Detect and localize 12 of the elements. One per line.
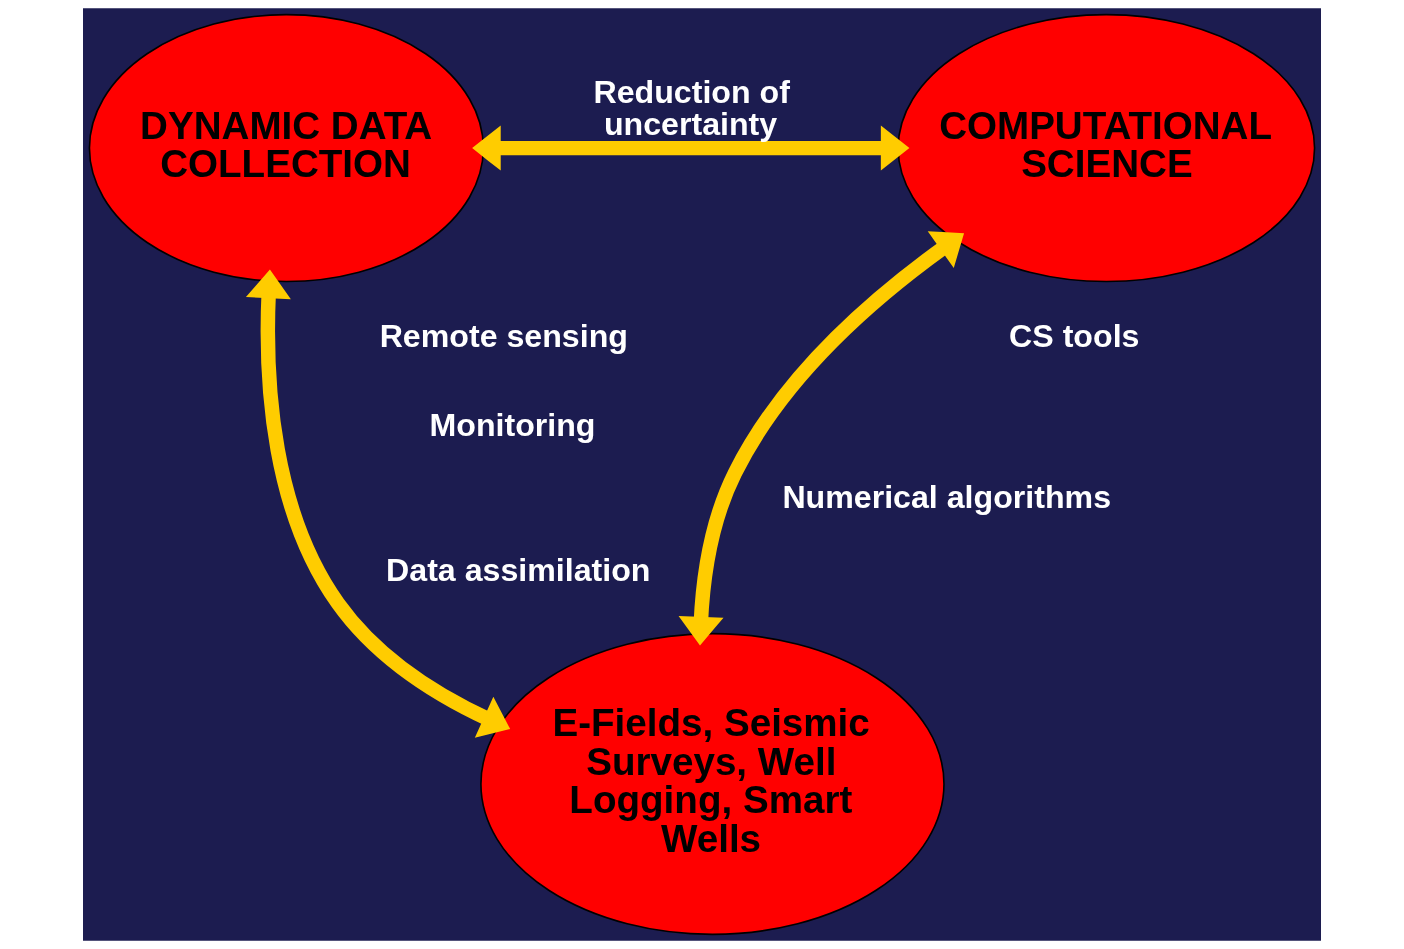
edge-label: Reduction of uncertainty	[593, 74, 790, 143]
label: Remote sensing	[379, 318, 628, 355]
node-ellipse: DYNAMIC DATA COLLECTION	[88, 13, 485, 283]
arrow	[472, 125, 910, 171]
arrow	[678, 231, 965, 646]
label: Monitoring	[429, 406, 596, 443]
label: Data assimilation	[386, 551, 651, 588]
label: Numerical algorithms	[782, 479, 1112, 516]
node-ellipse: COMPUTATIONAL SCIENCE	[897, 13, 1316, 283]
label: CS tools	[1009, 318, 1140, 355]
arrow	[245, 269, 511, 738]
node-ellipse: E-Fields, Seismic Surveys, Well Logging, Smart Wells	[480, 632, 945, 936]
